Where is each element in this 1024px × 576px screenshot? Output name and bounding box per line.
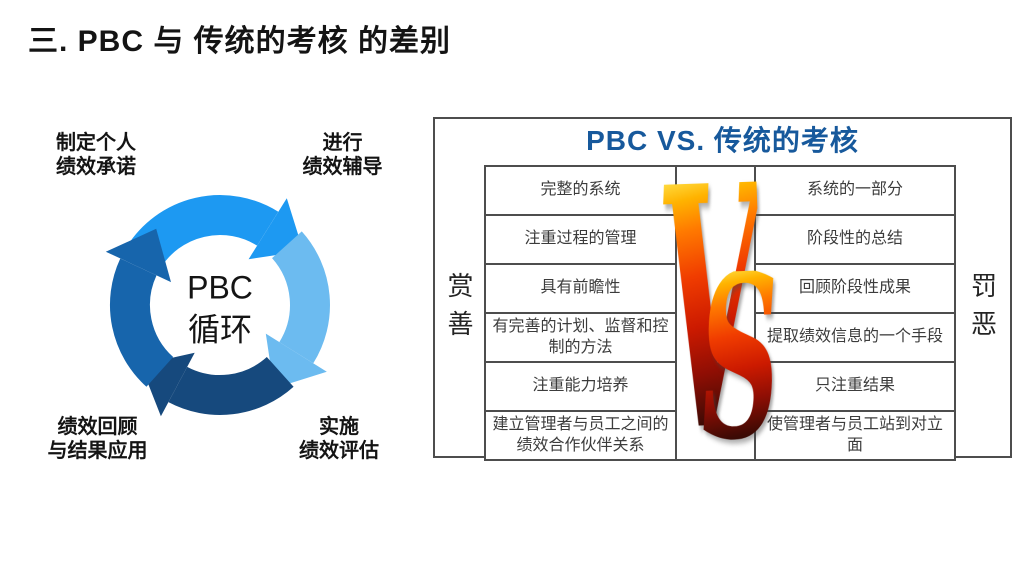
table-row: 有完善的计划、监督和控制的方法 提取绩效信息的一个手段 bbox=[484, 312, 956, 363]
table-row: 完整的系统 V S 系统的一部分 bbox=[484, 112, 956, 506]
traditional-cell-4: 提取绩效信息的一个手段 bbox=[754, 312, 956, 363]
comparison-table: 完整的系统 V S 系统的一部分 注重过程的管理 阶段性的总结 bbox=[484, 112, 956, 506]
cycle-label-top-left: 制定个人 绩效承诺 bbox=[56, 132, 136, 178]
cycle-arrow-bottom bbox=[168, 356, 294, 415]
cycle-label-bottom-right: 实施 绩效评估 bbox=[299, 416, 379, 462]
vs-cell: V S bbox=[653, 112, 785, 506]
axis-left-column: 赏善 bbox=[435, 165, 484, 454]
axis-label-punish-evil: 罚恶 bbox=[967, 271, 998, 348]
table-row: 具有前瞻性 回顾阶段性成果 bbox=[484, 263, 956, 314]
cycle-label-top-right: 进行 绩效辅导 bbox=[302, 132, 383, 178]
traditional-cell-3: 回顾阶段性成果 bbox=[754, 263, 956, 314]
comparison-body: 赏善 完整的系统 V S 系统的一部分 bbox=[435, 112, 1010, 506]
pbc-cell-4: 有完善的计划、监督和控制的方法 bbox=[484, 312, 677, 363]
axis-right-column: 罚恶 bbox=[956, 165, 1010, 454]
table-row: 注重能力培养 只注重结果 bbox=[484, 361, 956, 412]
pbc-cell-1: 完整的系统 bbox=[484, 165, 677, 216]
table-row: 建立管理者与员工之间的绩效合作伙伴关系 使管理者与员工站到对立面 bbox=[484, 410, 956, 461]
pbc-cell-6: 建立管理者与员工之间的绩效合作伙伴关系 bbox=[484, 410, 677, 461]
cycle-center-label: PBC 循环 bbox=[187, 267, 253, 350]
cycle-arrow-left bbox=[109, 258, 174, 387]
cycle-label-bottom-left: 绩效回顾 与结果应用 bbox=[47, 416, 148, 462]
traditional-cell-1: 系统的一部分 bbox=[754, 165, 956, 216]
pbc-cell-5: 注重能力培养 bbox=[484, 361, 677, 412]
cycle-arrow-left-head bbox=[105, 228, 171, 283]
comparison-panel: PBC VS. 传统的考核 赏善 完整的系统 V S bbox=[433, 112, 1012, 506]
vs-artwork: V S bbox=[653, 112, 785, 506]
traditional-cell-6: 使管理者与员工站到对立面 bbox=[754, 410, 956, 461]
traditional-cell-5: 只注重结果 bbox=[754, 361, 956, 412]
cycle-center-line1: PBC bbox=[187, 269, 253, 306]
cycle-arrow-right bbox=[271, 231, 330, 364]
cycle-arrows-graphic bbox=[105, 195, 330, 417]
page-title: 三. PBC 与 传统的考核 的差别 bbox=[28, 25, 452, 58]
pbc-cell-3: 具有前瞻性 bbox=[484, 263, 677, 314]
axis-label-reward-good: 赏善 bbox=[444, 271, 474, 348]
cycle-center-line2: 循环 bbox=[187, 311, 253, 347]
pbc-cell-2: 注重过程的管理 bbox=[484, 214, 677, 265]
table-row: 注重过程的管理 阶段性的总结 bbox=[484, 214, 956, 265]
pbc-cycle-diagram: PBC 循环 制定个人 绩效承诺 进行 绩效辅导 绩效回顾 与结果应用 实施 绩… bbox=[15, 95, 425, 480]
comparison-title: PBC VS. 传统的考核 bbox=[586, 125, 859, 156]
traditional-cell-2: 阶段性的总结 bbox=[754, 214, 956, 265]
